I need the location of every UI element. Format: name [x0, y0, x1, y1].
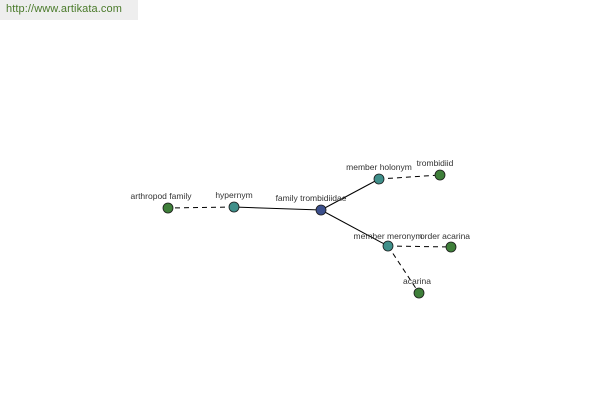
node-acarina[interactable]	[413, 287, 425, 299]
edge-meronym-acarina	[387, 245, 420, 294]
node-center[interactable]	[315, 204, 327, 216]
edges-layer	[167, 174, 452, 294]
node-trombidiid[interactable]	[434, 169, 446, 181]
node-label-trombidiid[interactable]: trombidiid	[417, 158, 454, 168]
edge-center-meronym	[320, 209, 389, 247]
node-label-order[interactable]: order acarina	[420, 231, 470, 241]
node-label-arthropod[interactable]: arthropod family	[131, 191, 193, 201]
node-label-hypernym[interactable]: hypernym	[215, 190, 252, 200]
node-hypernym[interactable]	[228, 201, 240, 213]
node-arthropod[interactable]	[162, 202, 174, 214]
edge-center-holonym	[320, 178, 380, 211]
node-label-acarina[interactable]: acarina	[403, 276, 431, 286]
site-url-link[interactable]: http://www.artikata.com	[6, 3, 123, 15]
nodes-layer	[162, 169, 457, 299]
node-label-meronym[interactable]: member meronym	[354, 231, 423, 241]
edge-center-hypernym	[233, 206, 322, 211]
node-label-holonym[interactable]: member holonym	[346, 162, 412, 172]
node-holonym[interactable]	[373, 173, 385, 185]
node-label-center[interactable]: family trombidiidae	[276, 193, 347, 203]
node-meronym[interactable]	[382, 240, 394, 252]
edge-holonym-trombidiid	[378, 174, 441, 180]
labels-layer: family trombidiidae hypernym member holony…	[131, 158, 471, 286]
edge-hypernym-arthropod	[167, 206, 235, 209]
node-order[interactable]	[445, 241, 457, 253]
edge-meronym-order	[387, 245, 452, 248]
url-bar: http://www.artikata.com	[0, 0, 138, 20]
